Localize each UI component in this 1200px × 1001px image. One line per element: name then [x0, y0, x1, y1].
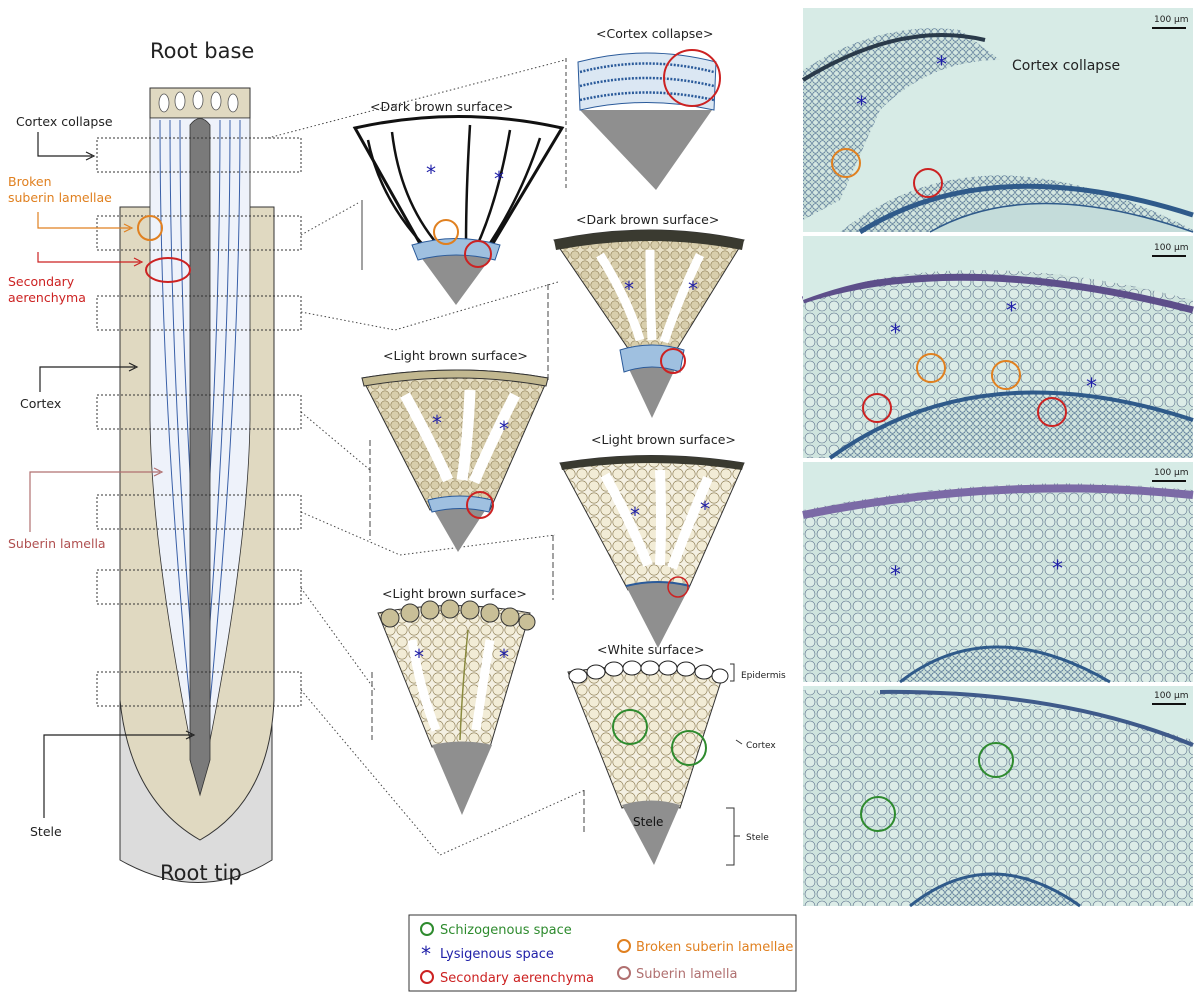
- annotation-secondary-aerenchyma-line2: aerenchyma: [8, 290, 86, 305]
- micrograph-4: 100 µm: [803, 686, 1194, 908]
- section-label-6: <Light brown surface>: [382, 586, 527, 601]
- section-light-brown-1: <Light brown surface> * *: [361, 348, 549, 552]
- legend: Schizogenous space * Lysigenous space Se…: [408, 914, 797, 992]
- annotation-secondary-aerenchyma-line1: Secondary: [8, 274, 75, 289]
- lysigenous-star: *: [1086, 375, 1097, 400]
- section-dark-brown-1: <Dark brown surface> * *: [352, 99, 565, 305]
- micrograph-3: * * 100 µm: [802, 462, 1194, 684]
- annotation-cortex: Cortex: [20, 396, 61, 411]
- legend-lysigenous-swatch: *: [421, 942, 431, 966]
- section-light-brown-3: <Light brown surface> * *: [371, 586, 536, 815]
- epidermis-label: Epidermis: [741, 671, 786, 681]
- stele-small-label: Stele: [746, 833, 769, 843]
- legend-secondary-swatch: [420, 970, 434, 984]
- lysigenous-star: *: [1006, 299, 1017, 324]
- lysigenous-star: *: [1052, 557, 1063, 582]
- lysigenous-star: *: [624, 277, 634, 301]
- lysigenous-star: *: [426, 161, 436, 185]
- root-base-label: Root base: [150, 39, 254, 63]
- lysigenous-star: *: [890, 321, 901, 346]
- root-tip-label: Root tip: [160, 861, 242, 885]
- annotation-arrows: [29, 132, 196, 818]
- root-base-air-spaces: [158, 90, 239, 113]
- cortex-small-label: Cortex: [746, 741, 776, 751]
- lysigenous-star: *: [700, 497, 710, 521]
- annotation-stele: Stele: [30, 824, 62, 839]
- lysigenous-star: *: [688, 277, 698, 301]
- legend-broken-swatch: [617, 939, 631, 953]
- micrograph-2: * * * 100 µm: [801, 236, 1194, 460]
- section-label-4: <Light brown surface>: [383, 348, 528, 363]
- longitudinal-root-diagram: Root base Root tip Cortex collapse Broke…: [8, 39, 302, 885]
- lysigenous-star: *: [414, 645, 424, 669]
- lysigenous-star: *: [499, 645, 509, 669]
- lysigenous-star: *: [494, 167, 504, 191]
- scale-bar-label: 100 µm: [1154, 243, 1189, 253]
- scale-bar-label: 100 µm: [1154, 691, 1189, 701]
- section-light-brown-2: <Light brown surface> * *: [552, 432, 745, 648]
- section-white-surface: <White surface> Stele Epidermis Cortex S…: [567, 642, 786, 866]
- lysigenous-star: *: [630, 503, 640, 527]
- legend-schizogenous-swatch: [420, 922, 434, 936]
- scale-bar-label: 100 µm: [1154, 468, 1189, 478]
- legend-schizogenous: Schizogenous space: [440, 923, 572, 938]
- lysigenous-star: *: [499, 417, 509, 441]
- micrograph-1: * * Cortex collapse 100 µm: [801, 8, 1194, 235]
- annotation-broken-suberin-line2: suberin lamellae: [8, 190, 112, 205]
- legend-lysigenous: Lysigenous space: [440, 947, 554, 962]
- lysigenous-star: *: [856, 93, 867, 118]
- micrograph-caption: Cortex collapse: [1012, 58, 1120, 74]
- section-cortex-collapse: <Cortex collapse>: [565, 26, 721, 190]
- stele-inner-label: Stele: [633, 815, 663, 829]
- section-label-2: <Dark brown surface>: [370, 99, 513, 114]
- legend-suberin-lamella: Suberin lamella: [636, 967, 738, 982]
- legend-suberin-swatch: [617, 966, 631, 980]
- legend-secondary-aerenchyma: Secondary aerenchyma: [440, 971, 594, 986]
- section-label-7: <White surface>: [597, 642, 704, 657]
- lysigenous-star: *: [432, 411, 442, 435]
- section-label-3: <Dark brown surface>: [576, 212, 719, 227]
- lysigenous-star: *: [890, 563, 901, 588]
- annotation-broken-suberin-line1: Broken: [8, 174, 52, 189]
- scale-bar-label: 100 µm: [1154, 15, 1189, 25]
- connector-lines: [267, 59, 586, 856]
- stele-core: [189, 118, 211, 797]
- section-label-5: <Light brown surface>: [591, 432, 736, 447]
- section-label-1: <Cortex collapse>: [596, 26, 713, 41]
- annotation-suberin-lamella: Suberin lamella: [8, 536, 106, 551]
- annotation-cortex-collapse: Cortex collapse: [16, 114, 113, 129]
- broken-suberin-marker: [137, 215, 163, 241]
- section-dark-brown-2: <Dark brown surface> * *: [547, 212, 745, 418]
- secondary-aerenchyma-marker: [145, 257, 191, 283]
- lysigenous-star: *: [936, 53, 947, 78]
- legend-broken-suberin: Broken suberin lamellae: [636, 940, 793, 955]
